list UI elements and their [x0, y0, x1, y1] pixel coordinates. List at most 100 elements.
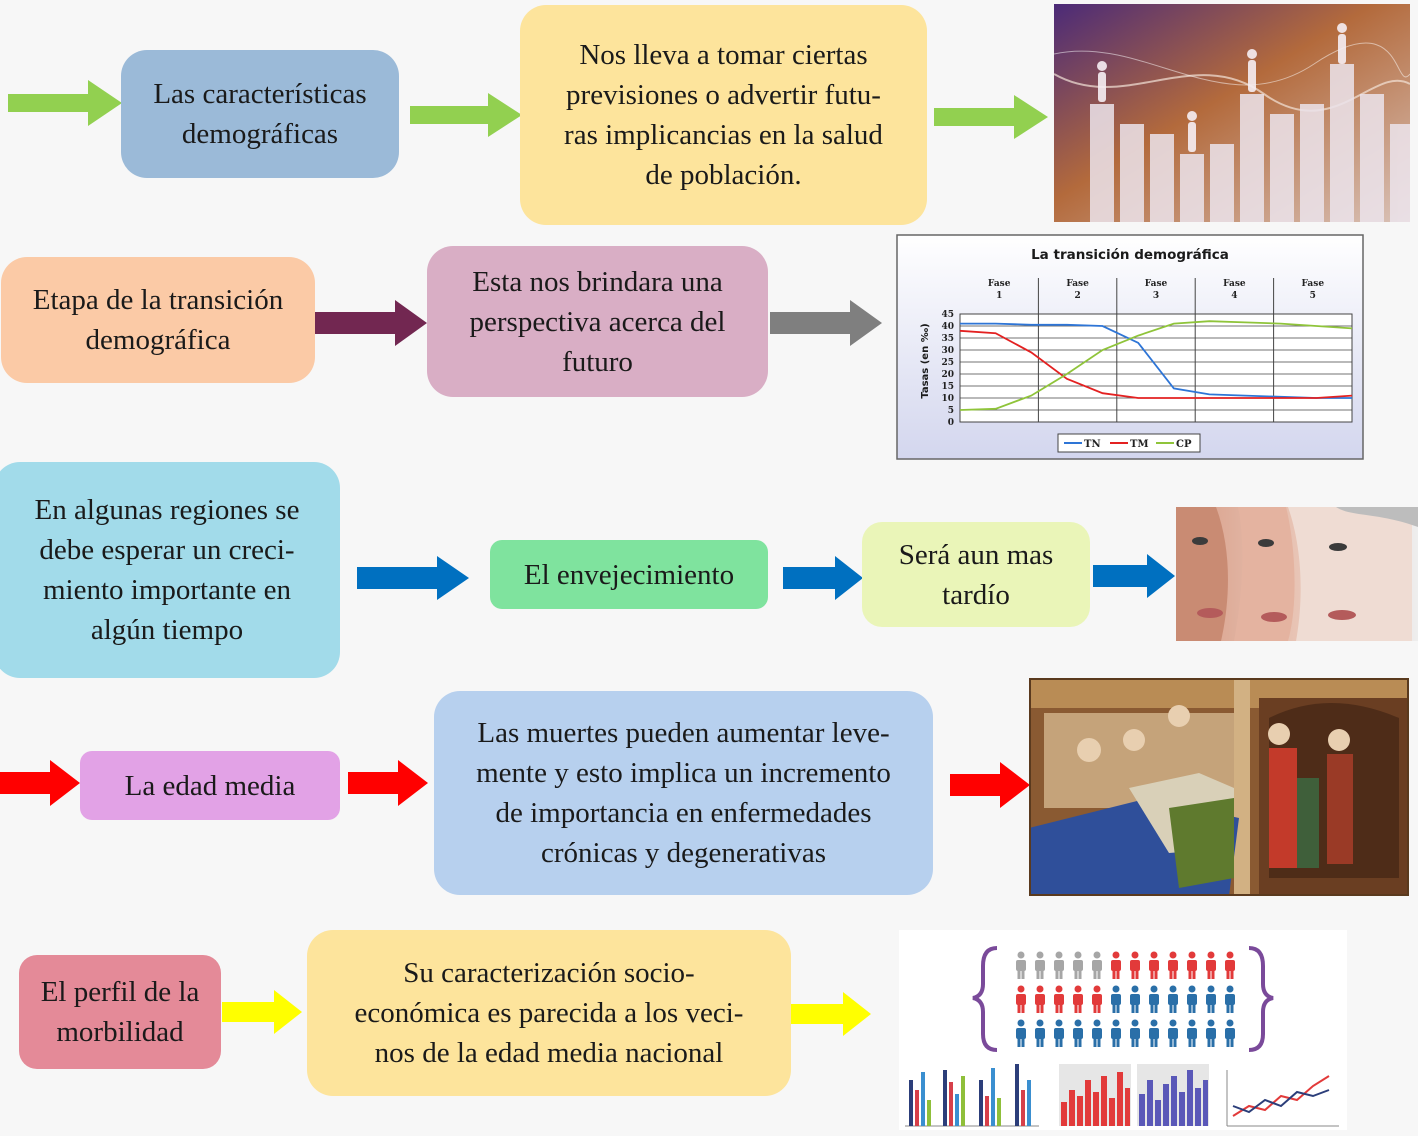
plot-area [959, 313, 1353, 423]
box-text: En algunas regiones se debe esperar un cr… [35, 490, 300, 650]
person-icon [1168, 985, 1178, 1013]
gray-arrow [770, 300, 882, 346]
yellow-arrow-2 [791, 992, 871, 1036]
box-text-line: demográfica [85, 324, 231, 356]
box-text-line: En algunas regiones se [34, 494, 300, 526]
person-icon [1035, 985, 1045, 1013]
box-text-line: Las características [153, 78, 367, 110]
y-tick-label: 10 [941, 394, 954, 404]
box-text-line: ras implicancias en la salud [564, 119, 883, 151]
box-text: Las características demográficas [153, 74, 366, 154]
person-icon [1206, 1019, 1216, 1047]
person-icon [1225, 951, 1235, 979]
phase-label-number: 2 [1074, 291, 1080, 301]
y-tick-label: 30 [941, 346, 954, 356]
green-arrow-3 [934, 95, 1048, 139]
y-tick-label: 15 [941, 382, 954, 392]
box-algunas-regiones: En algunas regiones se debe esperar un cr… [0, 462, 340, 678]
person-icon [1206, 951, 1216, 979]
box-text-line: de importancia en enfermedades [495, 797, 872, 829]
box-text-line: de población. [645, 159, 802, 191]
box-text-line: económica es parecida a los veci- [354, 997, 744, 1029]
legend-box [1057, 433, 1201, 453]
person-icon [1035, 1019, 1045, 1047]
box-text-line: Esta nos brindara una [472, 265, 723, 298]
person-icon [1073, 1019, 1083, 1047]
phase-label-word: Fase [1302, 279, 1325, 289]
people-icons-grid [1016, 951, 1235, 1047]
person-icon [1206, 985, 1216, 1013]
chart-title: La transición demográfica [1031, 247, 1229, 263]
green-arrow-1 [8, 80, 122, 126]
person-icon [1149, 1019, 1159, 1047]
box-text-line: demográficas [181, 118, 339, 150]
purple-arrow [315, 300, 427, 346]
box-text: El envejecimiento [524, 555, 734, 595]
box-caracteristicas-demograficas: Las características demográficas [121, 50, 399, 178]
legend-label: CP [1176, 439, 1192, 450]
phase-label-number: 5 [1310, 291, 1316, 301]
person-icon [1130, 1019, 1140, 1047]
box-text-line: debe esperar un creci- [39, 534, 295, 566]
chart-legend: TN TM CP [1057, 433, 1201, 453]
person-icon [1092, 985, 1102, 1013]
box-text-line: crónicas y degenerativas [540, 837, 827, 869]
person-icon [1092, 1019, 1102, 1047]
box-text: Las muertes pueden aumentar leve-mente y… [476, 713, 891, 873]
legend-label: TM [1130, 439, 1149, 450]
box-text-line: previsiones o advertir futu- [566, 79, 881, 111]
person-icon [1054, 951, 1064, 979]
box-text-line: nos de la edad media nacional [374, 1037, 724, 1069]
box-text-line: La edad media [124, 769, 296, 802]
person-icon [1225, 1019, 1235, 1047]
chart-gridlines [959, 278, 1353, 423]
box-text-line: El envejecimiento [523, 558, 735, 591]
legend-label: TN [1084, 439, 1101, 450]
box-text-line: Su caracterización socio- [403, 957, 695, 989]
statistics-infographic-image [899, 930, 1347, 1130]
person-icon [1111, 1019, 1121, 1047]
mini-bar-charts [905, 1064, 1339, 1127]
person-icon [1149, 951, 1159, 979]
phase-label-number: 3 [1153, 291, 1159, 301]
phase-label-number: 4 [1231, 291, 1237, 301]
box-text-line: mente y esto implica un incremento [476, 757, 891, 789]
person-icon [1225, 985, 1235, 1013]
phase-label-word: Fase [988, 279, 1011, 289]
y-tick-label: 20 [941, 370, 954, 380]
box-text: La edad media [125, 766, 296, 806]
box-text-line: algún tiempo [90, 614, 244, 646]
chart-ylabel: Tasas (en ‰) [920, 323, 931, 398]
population-statistics-image [1054, 4, 1410, 222]
box-edad-media: La edad media [80, 751, 340, 820]
red-arrow-3 [950, 762, 1030, 808]
person-icon [1016, 951, 1026, 979]
person-icon [1149, 985, 1159, 1013]
red-arrow-1 [0, 760, 80, 806]
transicion-demografica-chart: La transición demográfica Fase1Fase2Fase… [896, 234, 1364, 460]
person-icon [1035, 951, 1045, 979]
box-text-line: Será aun mas [898, 538, 1054, 571]
box-text: Su caracterización socio-económica es pa… [355, 953, 744, 1073]
person-icon [1187, 985, 1197, 1013]
phase-label-word: Fase [1145, 279, 1168, 289]
blue-arrow-3 [1093, 554, 1175, 598]
person-icon [1054, 985, 1064, 1013]
person-icon [1111, 985, 1121, 1013]
y-tick-label: 35 [941, 334, 954, 344]
red-arrow-2 [348, 760, 428, 806]
y-tick-label: 40 [941, 322, 954, 332]
phase-label-word: Fase [1223, 279, 1246, 289]
y-tick-label: 0 [948, 418, 954, 428]
chart-series [959, 320, 1353, 411]
